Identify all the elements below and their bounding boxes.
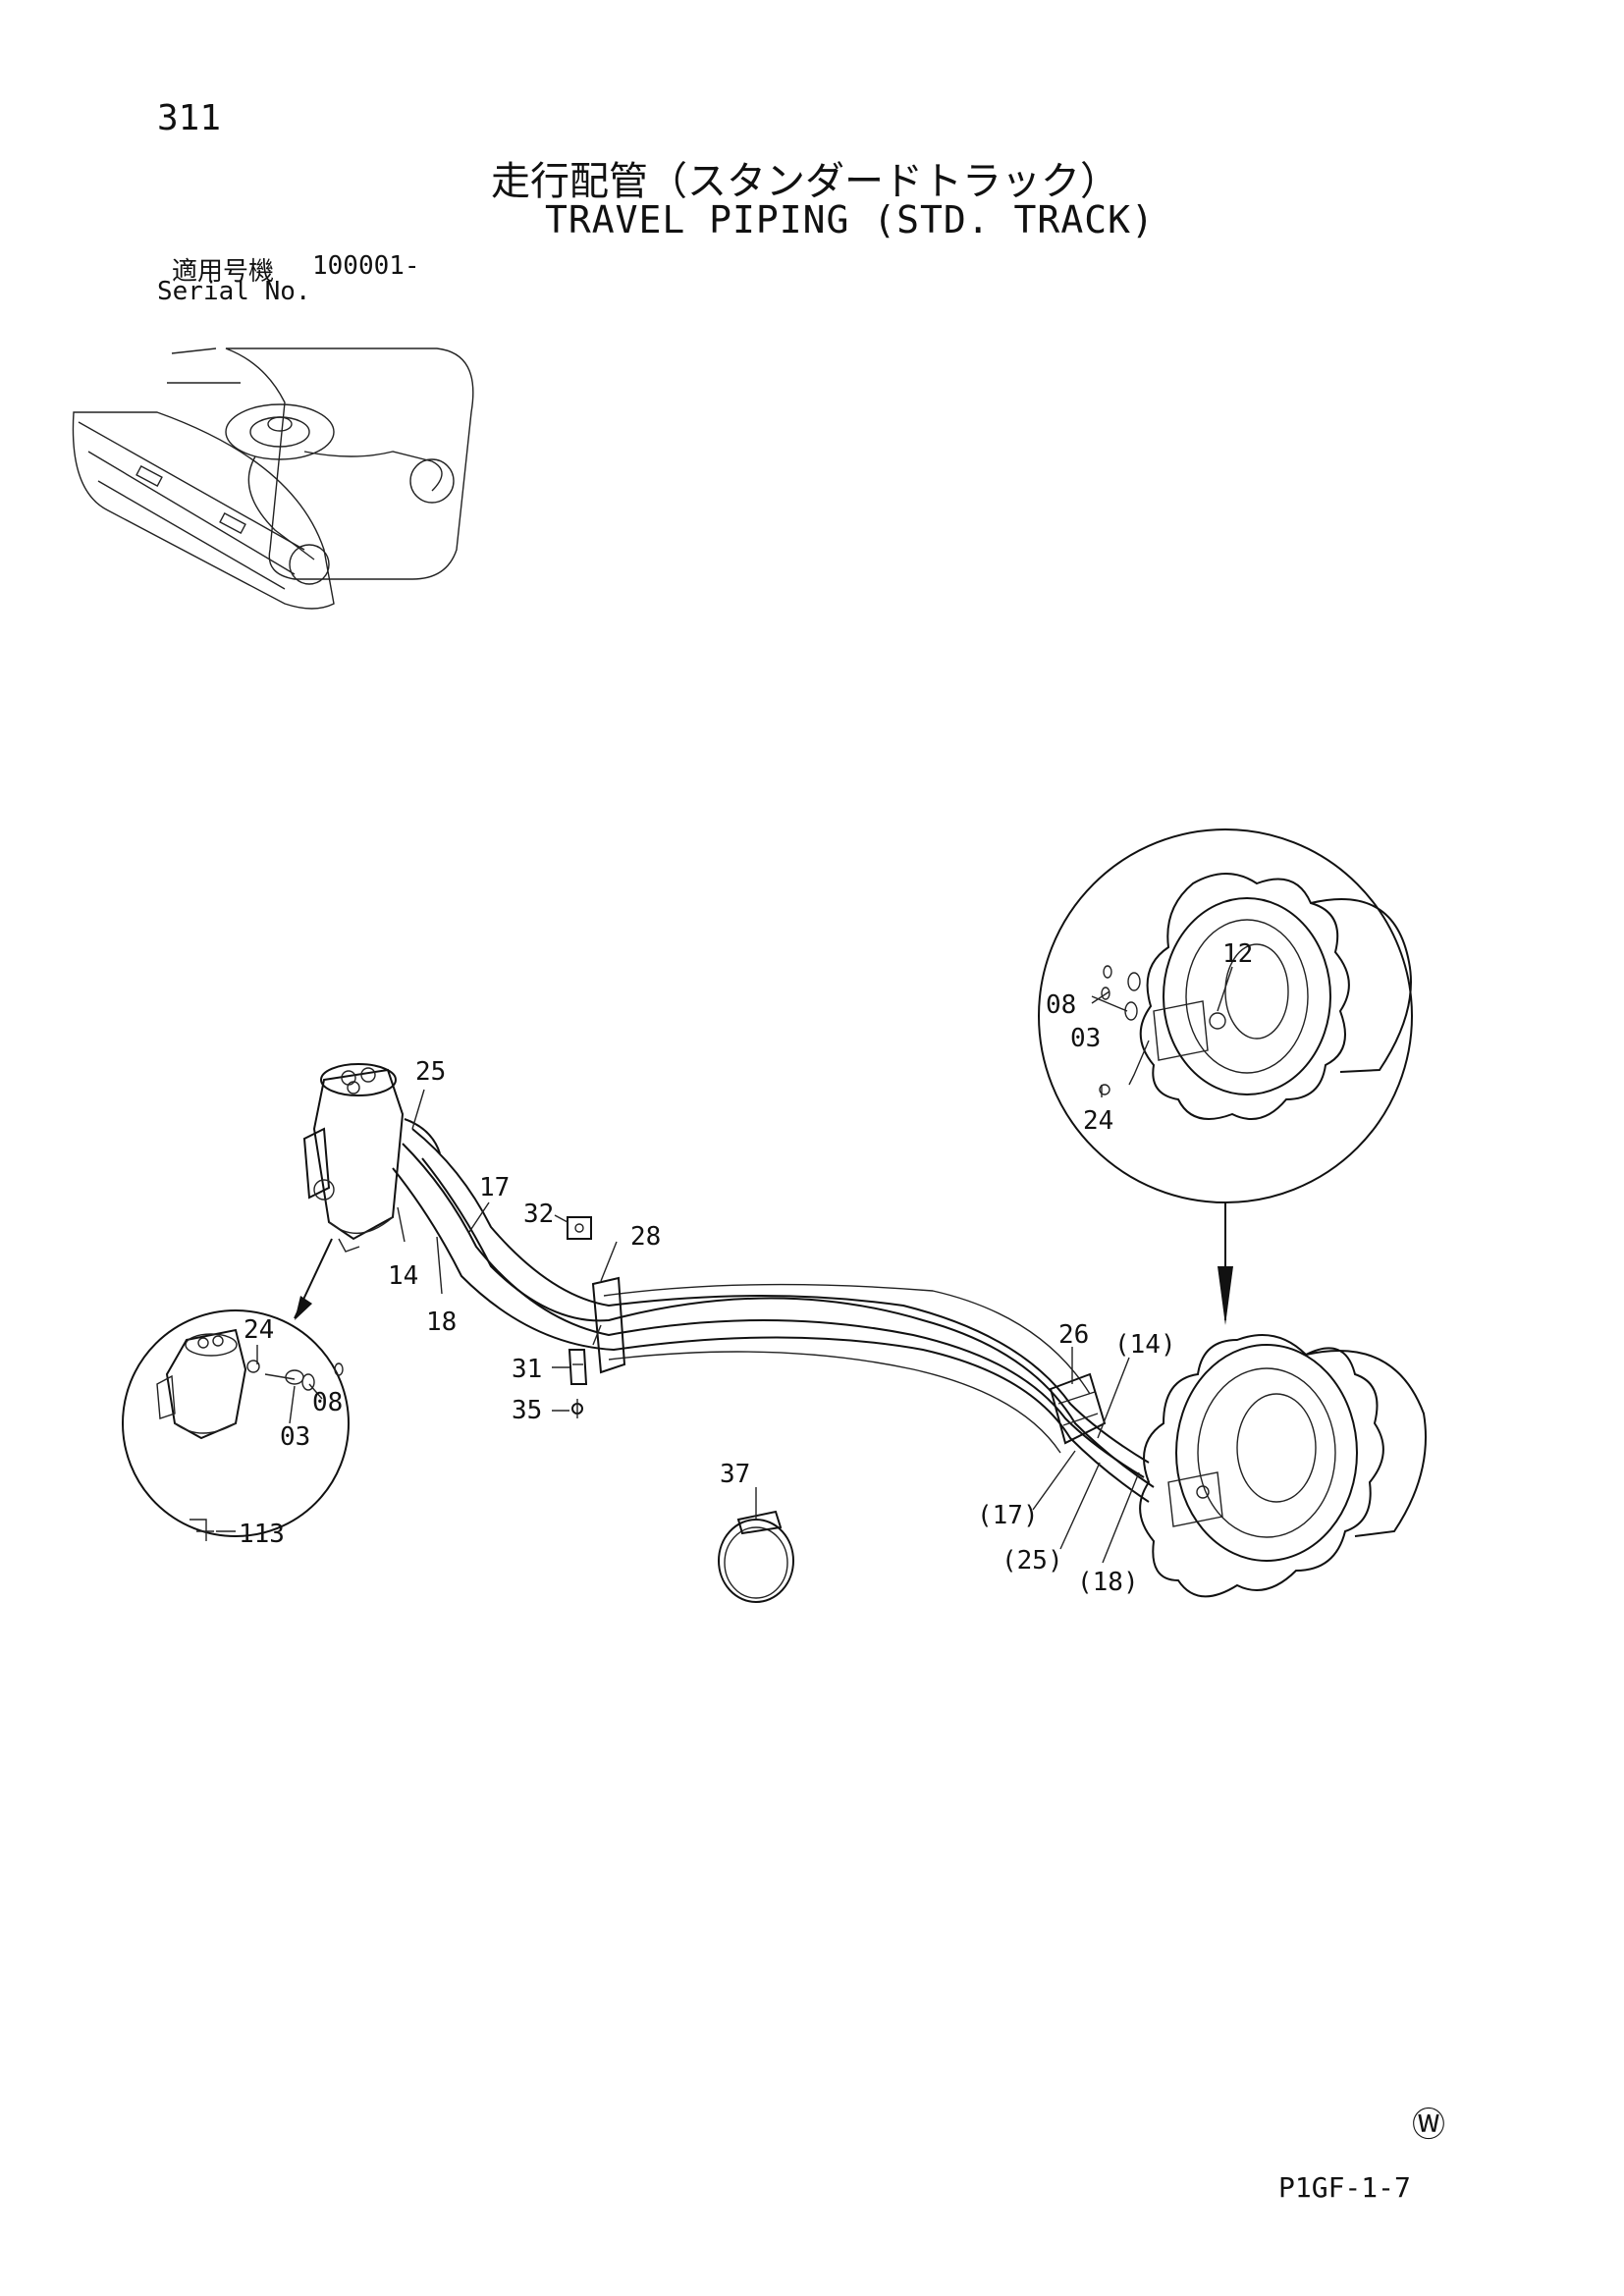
bundle-clamp-28 xyxy=(591,1276,626,1374)
travel-motor-detail-circle xyxy=(1038,828,1413,1203)
watermark-symbol: Ⓦ xyxy=(1412,2106,1445,2145)
callout-labels: 25 17 32 28 14 18 31 35 37 26 (14) (17) … xyxy=(239,939,1253,1597)
callout-17-ref: (17) xyxy=(977,1501,1039,1530)
serial-number-value: 100001- xyxy=(312,251,420,281)
serial-label-japanese: 適用号機 xyxy=(172,257,275,287)
callout-37: 37 xyxy=(720,1460,750,1489)
callout-26: 26 xyxy=(1058,1320,1089,1350)
part-31-clip xyxy=(568,1349,588,1385)
left-detail-callout-24: 24 xyxy=(244,1315,274,1345)
callout-18: 18 xyxy=(426,1308,457,1337)
page-number: 311 xyxy=(157,98,222,138)
center-joint-assembly xyxy=(302,1063,441,1253)
right-detail-callout-24: 24 xyxy=(1083,1106,1113,1136)
travel-motor-lower xyxy=(1139,1334,1427,1598)
left-detail-callout-08: 08 xyxy=(312,1388,343,1417)
right-detail-callout-08: 08 xyxy=(1046,990,1076,1020)
part-35-bolt xyxy=(571,1399,583,1418)
page-title-english: TRAVEL PIPING (STD. TRACK) xyxy=(545,198,1155,241)
undercarriage-overview-illustration xyxy=(72,347,474,610)
part-37-hose-band xyxy=(718,1510,794,1603)
hose-bundle xyxy=(392,1128,1155,1503)
drawing-code: P1GF-1-7 xyxy=(1278,2171,1411,2204)
callout-28: 28 xyxy=(630,1222,661,1252)
part-32-bracket xyxy=(567,1216,592,1240)
leader-lines xyxy=(256,966,1233,1564)
callout-25: 25 xyxy=(415,1057,446,1087)
callout-14-ref: (14) xyxy=(1114,1330,1176,1360)
page-title-japanese: 走行配管（スタンダードトラック） xyxy=(491,159,1119,204)
callout-32: 32 xyxy=(523,1200,554,1229)
callout-25-ref: (25) xyxy=(1001,1546,1063,1575)
left-detail-callout-03: 03 xyxy=(280,1422,310,1452)
bundle-clamp-26 xyxy=(1049,1372,1107,1445)
left-detail-callout xyxy=(122,1309,350,1541)
callout-31: 31 xyxy=(512,1355,542,1384)
callout-14: 14 xyxy=(388,1261,418,1291)
right-detail-callout-12: 12 xyxy=(1222,939,1253,969)
right-detail-callout-03: 03 xyxy=(1070,1024,1101,1053)
serial-label-english: Serial No. xyxy=(157,277,311,306)
left-detail-callout-113: 113 xyxy=(239,1520,285,1549)
callout-18-ref: (18) xyxy=(1077,1568,1139,1597)
callout-17: 17 xyxy=(479,1173,510,1202)
callout-35: 35 xyxy=(512,1396,542,1425)
